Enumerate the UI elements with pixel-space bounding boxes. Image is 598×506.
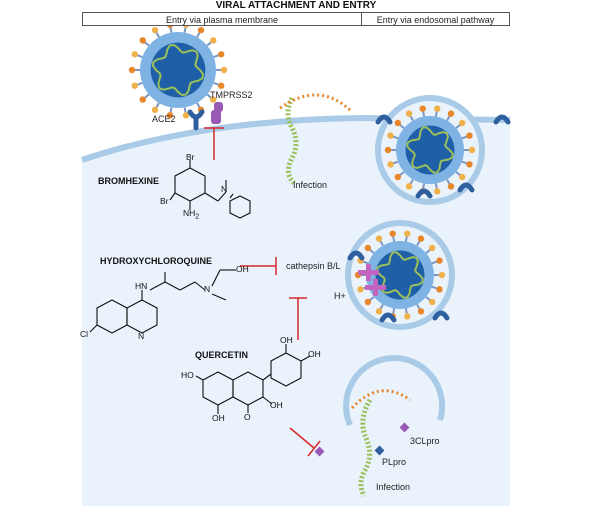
spike-arc-top — [279, 93, 354, 114]
atom-oh-q2: OH — [308, 349, 321, 359]
atom-ho-q: HO — [181, 370, 194, 380]
label-infection-bottom: Infection — [376, 482, 411, 492]
inhibition-quercetin-cathepsin — [289, 297, 307, 340]
label-infection-top: Infection — [293, 180, 328, 190]
atom-oh-q3: OH — [270, 400, 283, 410]
drug-bromhexine: BROMHEXINE — [98, 176, 160, 186]
label-hplus: H+ — [334, 291, 346, 301]
virus-group — [128, 21, 476, 320]
3clpro-marker — [399, 422, 410, 433]
drug-quercetin: QUERCETIN — [195, 350, 249, 360]
atom-n-bromhexine: N — [221, 184, 228, 194]
atom-nh2: NH2 — [183, 208, 200, 221]
label-tmprss2: TMPRSS2 — [210, 90, 253, 100]
virus-particle-2 — [384, 105, 476, 195]
atom-o-q: O — [244, 412, 251, 422]
tmprss2-protease — [211, 102, 223, 124]
cell-cytoplasm — [82, 118, 510, 506]
hcq-structure — [89, 269, 236, 334]
atom-br1: Br — [186, 152, 195, 162]
column-header-plasma: Entry via plasma membrane — [82, 12, 362, 26]
inhibition-hcq — [240, 257, 277, 275]
atom-oh-hcq: OH — [236, 264, 249, 274]
plpro-marker — [374, 445, 385, 456]
inhibition-bromhexine — [204, 127, 224, 160]
quercetin-structure — [195, 344, 311, 414]
inhibited-protease-marker — [314, 446, 325, 457]
virus-particle-1 — [128, 21, 228, 119]
atom-hn: HN — [135, 281, 148, 291]
figure-title: VIRAL ATTACHMENT AND ENTRY — [215, 0, 377, 11]
label-plpro: PLpro — [382, 457, 407, 467]
atom-n-hcq: N — [204, 284, 211, 294]
label-3clpro: 3CLpro — [410, 436, 440, 446]
atom-br2: Br — [160, 196, 169, 206]
label-cathepsin: cathepsin B/L — [286, 261, 341, 271]
virus-particle-3 — [354, 230, 446, 320]
plasma-membrane — [81, 115, 363, 163]
endosome-fusing — [343, 355, 446, 427]
endosome-receptors — [347, 114, 511, 323]
atom-oh-q1: OH — [280, 335, 293, 345]
ace2-receptor — [187, 109, 205, 131]
proton-pump-icons — [358, 264, 386, 296]
atom-cl: Cl — [80, 329, 89, 339]
inhibition-quercetin-protease — [289, 427, 321, 457]
rna-strand-bottom — [358, 398, 373, 498]
atom-n-quinoline: N — [138, 331, 145, 341]
rna-strand-top — [285, 96, 299, 185]
bromhexine-structure — [169, 160, 251, 219]
label-ace2: ACE2 — [152, 114, 176, 124]
drug-hydroxychloroquine: HYDROXYCHLOROQUINE — [100, 256, 213, 266]
atom-oh-q4: OH — [212, 413, 225, 423]
column-header-endosomal: Entry via endosomal pathway — [361, 12, 510, 26]
